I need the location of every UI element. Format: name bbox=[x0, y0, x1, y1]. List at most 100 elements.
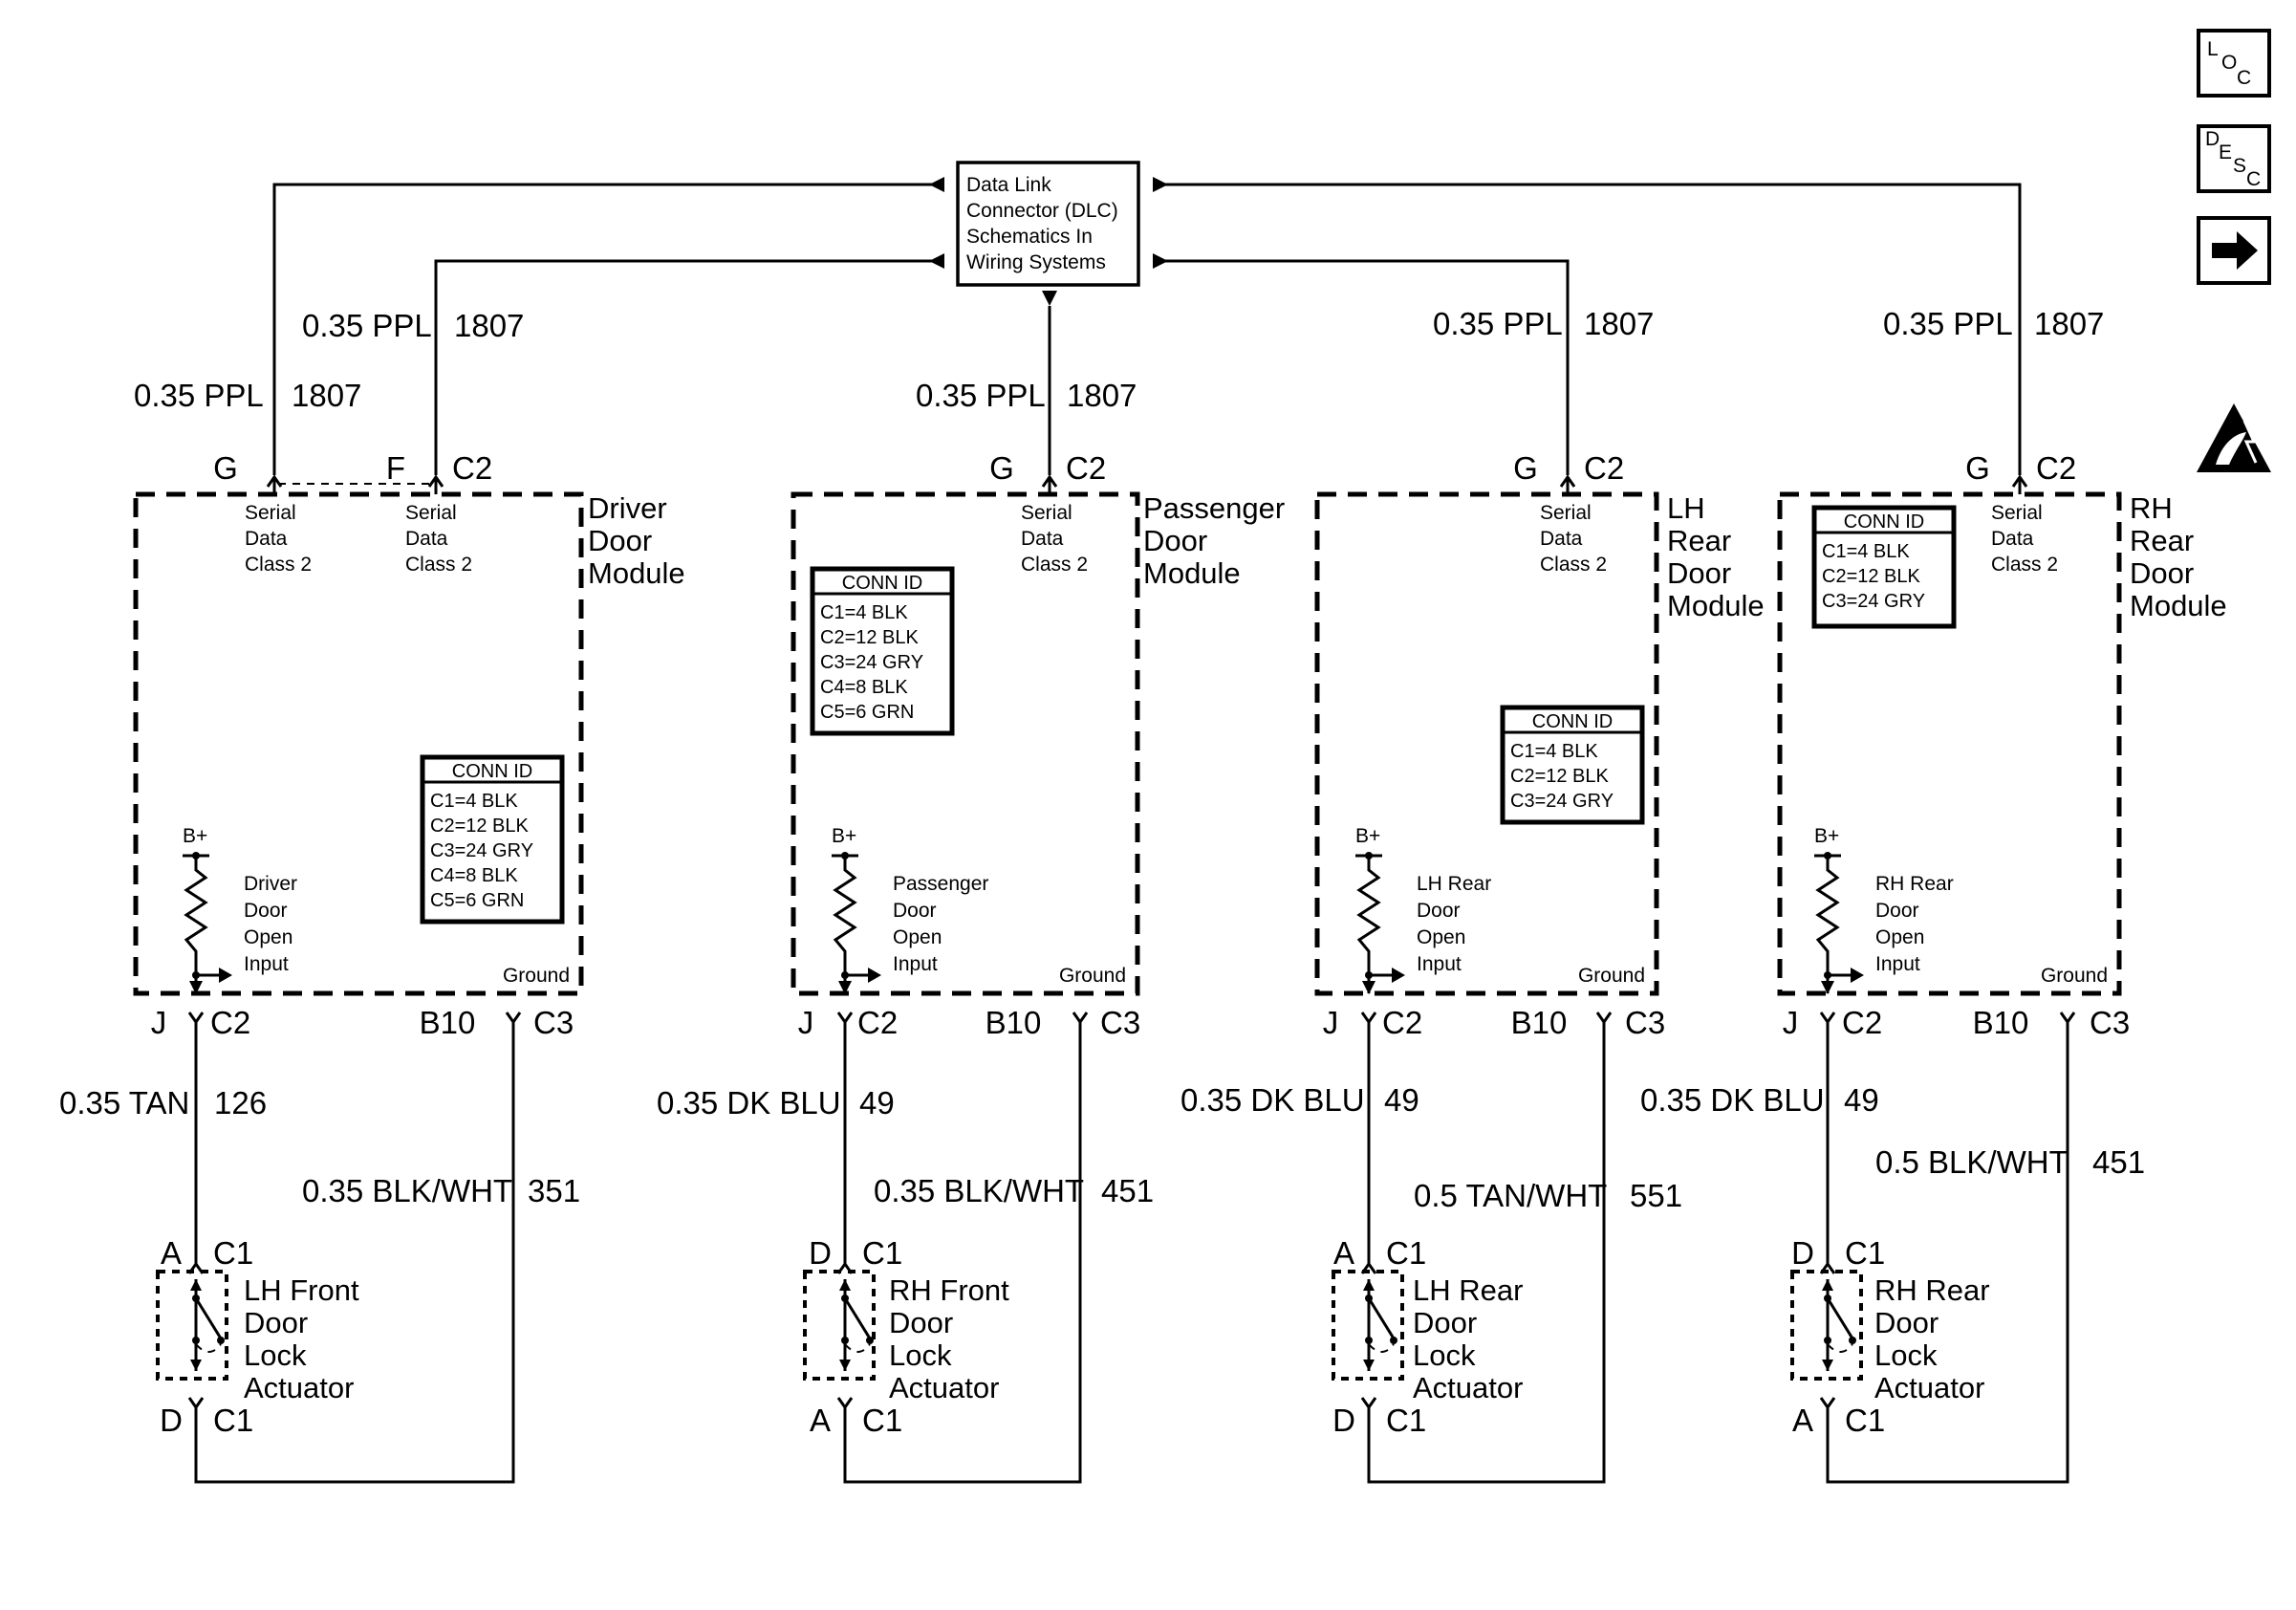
input-wire-gauge: 0.35 TAN bbox=[59, 1085, 189, 1120]
serial-wire-circuit: 1807 bbox=[2034, 306, 2104, 341]
actuator-bottom-pin-letter: D bbox=[1332, 1403, 1355, 1438]
serial-wire-gauge: 0.35 PPL bbox=[916, 378, 1046, 413]
actuator-top-connector-id: C1 bbox=[1386, 1235, 1426, 1271]
dlc-box[interactable] bbox=[956, 161, 1140, 287]
data-link-connector[interactable]: Data Link Connector (DLC) Schematics In … bbox=[956, 161, 1140, 287]
actuator-name: Lock bbox=[1874, 1338, 1938, 1372]
serial-data-label: Class 2 bbox=[1540, 554, 1607, 576]
serial-data-label: Data bbox=[1991, 528, 2034, 550]
switch-blade-icon bbox=[843, 1297, 872, 1339]
bus-driver-f bbox=[434, 259, 944, 475]
actuator-name: Door bbox=[1874, 1306, 1939, 1339]
actuator-top-pin-letter: D bbox=[1791, 1235, 1814, 1271]
conn-id-title: CONN ID bbox=[452, 761, 532, 782]
right-arrow-icon bbox=[2212, 231, 2258, 270]
desc-button[interactable]: D E S C bbox=[2197, 124, 2271, 193]
dlc-line-4: Wiring Systems bbox=[966, 251, 1106, 273]
actuator-bottom-connector-symbol bbox=[836, 1397, 854, 1410]
conn-id-row: C3=24 GRY bbox=[430, 840, 533, 861]
switch-blade-icon bbox=[1826, 1297, 1854, 1339]
serial-data-label: Class 2 bbox=[1991, 554, 2058, 576]
actuator-box bbox=[1790, 1270, 1863, 1381]
actuator-name: RH Front bbox=[889, 1273, 1009, 1307]
actuator-up-arrow-icon bbox=[839, 1279, 851, 1291]
conn-id-row: C2=12 BLK bbox=[820, 627, 920, 648]
actuator-down-arrow-icon bbox=[839, 1360, 851, 1371]
input-label: Input bbox=[1875, 953, 1920, 975]
actuator-name: Actuator bbox=[1874, 1371, 1984, 1404]
desc-button-frame[interactable] bbox=[2197, 124, 2271, 193]
actuator-top-connector-id: C1 bbox=[862, 1235, 902, 1271]
module-box[interactable] bbox=[1314, 491, 1659, 996]
ground-wire-circuit: 351 bbox=[528, 1173, 580, 1208]
actuator-down-arrow-icon bbox=[190, 1360, 202, 1371]
actuator-box bbox=[156, 1270, 228, 1381]
bus-rh-rear bbox=[1153, 183, 2022, 475]
conn-id-row: C3=24 GRY bbox=[820, 652, 923, 673]
next-button[interactable] bbox=[2197, 216, 2271, 285]
serial-wire-circuit: 1807 bbox=[292, 378, 361, 413]
ground-connector-symbol bbox=[1072, 1012, 1089, 1025]
input-label: Door bbox=[244, 900, 288, 922]
switch-link-dash bbox=[1368, 1343, 1395, 1353]
actuator-bottom-connector-id: C1 bbox=[862, 1403, 902, 1438]
loc-button[interactable]: L O C bbox=[2197, 29, 2271, 98]
switch-contact-bottom bbox=[1365, 1337, 1373, 1344]
serial-wire-gauge: 0.35 PPL bbox=[134, 378, 264, 413]
input-connector-id: C2 bbox=[857, 1005, 898, 1040]
ground-pin-letter: B10 bbox=[1511, 1005, 1568, 1040]
switch-contact-right bbox=[217, 1337, 225, 1344]
dlc-line-2: Connector (DLC) bbox=[966, 200, 1118, 222]
module-box[interactable] bbox=[133, 491, 584, 996]
actuator-bottom-pin-letter: A bbox=[810, 1403, 831, 1438]
dlc-line-1: Data Link bbox=[966, 174, 1051, 196]
serial-wire-circuit: 1807 bbox=[454, 308, 524, 343]
serial-data-label: Class 2 bbox=[1021, 554, 1088, 576]
actuator-name: RH Rear bbox=[1874, 1273, 1990, 1307]
switch-link-dash bbox=[844, 1343, 871, 1353]
conn-id-title: CONN ID bbox=[1532, 711, 1613, 732]
input-arrow-icon bbox=[219, 968, 232, 983]
pullup-resistor-icon bbox=[1356, 856, 1381, 975]
actuator-top-pin-letter: A bbox=[1333, 1235, 1354, 1271]
input-down-arrow-icon bbox=[1821, 981, 1834, 994]
input-label: Open bbox=[244, 926, 292, 948]
serial-wire-gauge: 0.35 PPL bbox=[1433, 306, 1563, 341]
bplus-label: B+ bbox=[832, 825, 856, 847]
switch-link-dash bbox=[195, 1343, 222, 1353]
pullup-resistor-icon bbox=[833, 856, 857, 975]
pullup-resistor-icon bbox=[1815, 856, 1840, 975]
input-label: Input bbox=[244, 953, 289, 975]
module-box[interactable] bbox=[1777, 491, 2122, 996]
serial-wire-circuit: 1807 bbox=[1067, 378, 1137, 413]
actuator-box bbox=[1332, 1270, 1404, 1381]
ground-connector-symbol bbox=[1595, 1012, 1613, 1025]
conn-id-row: C5=6 GRN bbox=[430, 890, 524, 911]
ground-return-wire bbox=[1826, 1022, 2069, 1484]
input-label: Passenger bbox=[893, 873, 988, 895]
ground-wire-circuit: 551 bbox=[1630, 1178, 1682, 1213]
actuator-top-connector-id: C1 bbox=[213, 1235, 253, 1271]
actuator-bottom-connector-symbol bbox=[1819, 1397, 1836, 1410]
module-box[interactable] bbox=[791, 491, 1140, 996]
loc-button-frame[interactable] bbox=[2197, 29, 2271, 98]
input-pin-letter: J bbox=[151, 1005, 167, 1040]
actuator-top-pin-letter: A bbox=[161, 1235, 182, 1271]
input-label: Driver bbox=[244, 873, 297, 895]
input-down-arrow-icon bbox=[838, 981, 852, 994]
actuator-up-arrow-icon bbox=[1822, 1279, 1833, 1291]
switch-contact-right bbox=[866, 1337, 874, 1344]
module-name: Rear bbox=[2130, 524, 2194, 557]
input-wire-circuit: 49 bbox=[1384, 1082, 1419, 1118]
